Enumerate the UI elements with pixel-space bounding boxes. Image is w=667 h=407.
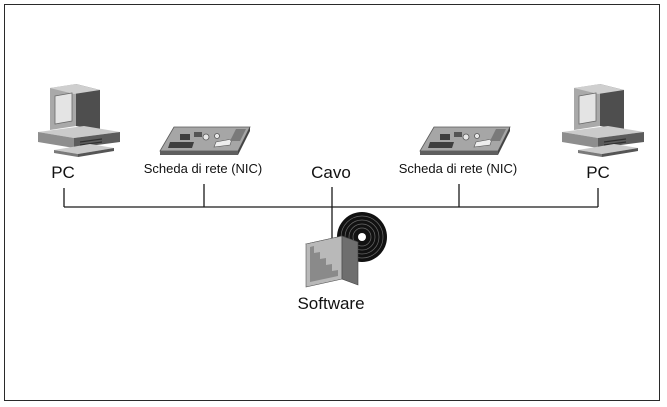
pc-left-icon xyxy=(37,83,121,158)
pc-right-label: PC xyxy=(586,163,610,182)
nic-right-label: Scheda di rete (NIC) xyxy=(398,161,518,176)
software-box-icon xyxy=(304,235,360,288)
software-label: Software xyxy=(297,294,365,313)
nic-left-icon xyxy=(159,126,251,156)
pc-right-icon xyxy=(561,83,645,158)
software-box-with-disc-icon xyxy=(304,212,387,288)
pc-left-label: PC xyxy=(51,163,75,182)
nic-left-label: Scheda di rete (NIC) xyxy=(143,161,263,176)
cable-label: Cavo xyxy=(311,163,351,182)
nic-right-icon xyxy=(419,126,511,156)
connection-lines xyxy=(63,184,599,242)
